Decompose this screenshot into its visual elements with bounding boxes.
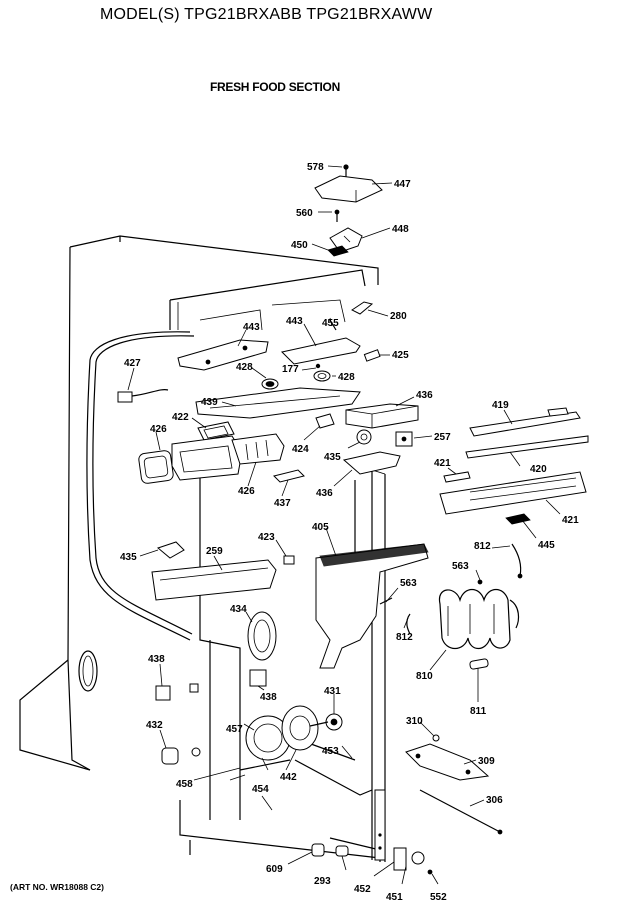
top-bracket-assembly	[314, 164, 383, 257]
part-label: 439	[201, 397, 218, 408]
wire-harness	[86, 331, 195, 641]
part-label: 578	[307, 162, 324, 173]
center-components	[151, 541, 520, 875]
part-label: 257	[434, 432, 451, 443]
part-label: 436	[416, 390, 433, 401]
part-label: 451	[386, 892, 403, 903]
part-label: 426	[150, 424, 167, 435]
part-label: 438	[148, 654, 165, 665]
part-label: 452	[354, 884, 371, 895]
part-label: 609	[266, 864, 283, 875]
part-label: 812	[474, 541, 491, 552]
leader-lines	[127, 165, 561, 885]
part-label: 425	[392, 350, 409, 361]
part-label: 428	[236, 362, 253, 373]
part-label: 420	[530, 464, 547, 475]
part-label: 431	[324, 686, 341, 697]
part-label: 442	[280, 772, 297, 783]
part-label: 177	[282, 364, 299, 375]
part-label: 306	[486, 795, 503, 806]
art-number: (ART NO. WR18088 C2)	[10, 882, 104, 892]
part-label: 424	[292, 444, 309, 455]
part-label: 563	[452, 561, 469, 572]
shelf-rails	[439, 407, 589, 579]
part-label: 259	[206, 546, 223, 557]
part-label: 563	[400, 578, 417, 589]
part-label: 443	[286, 316, 303, 327]
part-label: 310	[406, 716, 423, 727]
part-label: 434	[230, 604, 247, 615]
part-label: 447	[394, 179, 411, 190]
part-label: 435	[120, 552, 137, 563]
part-label: 458	[176, 779, 193, 790]
part-label: 812	[396, 632, 413, 643]
part-label: 438	[260, 692, 277, 703]
part-label: 457	[226, 724, 243, 735]
part-label: 454	[252, 784, 269, 795]
part-label: 443	[243, 322, 260, 333]
part-label: 436	[316, 488, 333, 499]
part-label: 552	[430, 892, 447, 903]
part-label: 811	[470, 706, 487, 717]
part-label: 432	[146, 720, 163, 731]
part-label: 448	[392, 224, 409, 235]
part-label: 455	[322, 318, 339, 329]
part-label: 560	[296, 208, 313, 219]
part-label: 810	[416, 671, 433, 682]
part-label: 428	[338, 372, 355, 383]
cabinet-outline	[19, 235, 386, 862]
part-label: 450	[291, 240, 308, 251]
part-label: 435	[324, 452, 341, 463]
part-label: 419	[492, 400, 509, 411]
part-label: 421	[434, 458, 451, 469]
part-label: 427	[124, 358, 141, 369]
part-label: 453	[322, 746, 339, 757]
upper-components	[117, 301, 419, 484]
part-label: 405	[312, 522, 329, 533]
part-labels: 578 447 560 448 450 443 443 455 280 425 …	[120, 162, 579, 903]
part-label: 426	[238, 486, 255, 497]
section-title: FRESH FOOD SECTION	[210, 80, 340, 94]
part-label: 293	[314, 876, 331, 887]
part-label: 280	[390, 311, 407, 322]
part-label: 421	[562, 515, 579, 526]
part-label: 423	[258, 532, 275, 543]
part-label: 309	[478, 756, 495, 767]
model-title: MODEL(S) TPG21BRXABB TPG21BRXAWW	[100, 6, 433, 23]
part-label: 437	[274, 498, 291, 509]
part-label: 422	[172, 412, 189, 423]
part-label: 445	[538, 540, 555, 551]
